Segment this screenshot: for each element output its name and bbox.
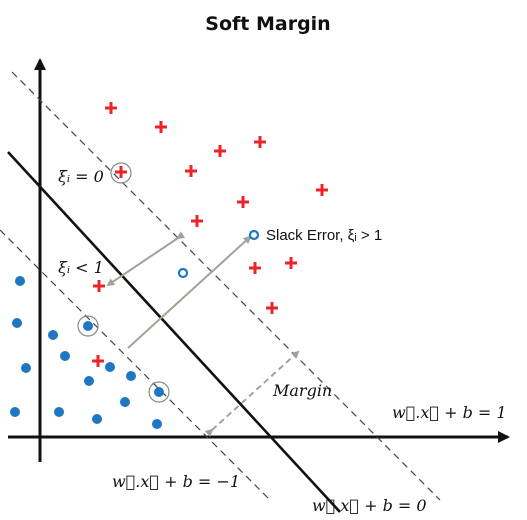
plus-marker xyxy=(285,257,297,269)
upper-hyperplane-label: w⃗.x⃗ + b = 1 xyxy=(392,403,507,422)
dot-marker xyxy=(15,276,25,286)
decision-boundary-label: w⃗.x⃗ + b = 0 xyxy=(312,496,427,515)
slack-arrow-inner xyxy=(106,231,186,287)
dot-marker xyxy=(120,397,130,407)
plus-marker xyxy=(105,102,117,114)
dot-marker xyxy=(92,414,102,424)
dot-marker xyxy=(21,363,31,373)
decision-boundary-line xyxy=(7,151,341,513)
positive-class-markers xyxy=(92,102,328,367)
support-vector-circle xyxy=(77,315,99,337)
lower-hyperplane-label: w⃗.x⃗ + b = −1 xyxy=(112,472,240,491)
plus-marker xyxy=(214,145,226,157)
plus-marker xyxy=(191,215,203,227)
dot-marker xyxy=(83,321,93,331)
misclassified-point xyxy=(177,267,189,279)
slack-error-point xyxy=(248,229,260,241)
dot-marker xyxy=(60,351,70,361)
dot-marker xyxy=(10,407,20,417)
plus-marker xyxy=(92,355,104,367)
plus-marker xyxy=(266,302,278,314)
plus-marker xyxy=(254,136,266,148)
dot-marker xyxy=(152,419,162,429)
dot-marker xyxy=(84,376,94,386)
lower-margin-line xyxy=(0,229,271,501)
plus-marker xyxy=(155,121,167,133)
margin-label: Margin xyxy=(272,381,332,400)
support-vector-circle xyxy=(110,162,132,184)
dot-marker xyxy=(54,407,64,417)
slack-arrow-error xyxy=(127,235,252,349)
plus-marker xyxy=(249,262,261,274)
plus-marker xyxy=(237,196,249,208)
dot-marker xyxy=(105,362,115,372)
plus-marker xyxy=(316,184,328,196)
plus-marker xyxy=(93,280,105,292)
dot-marker xyxy=(154,387,164,397)
plus-marker xyxy=(185,165,197,177)
negative-class-markers xyxy=(10,276,164,429)
dot-marker xyxy=(12,318,22,328)
plus-marker xyxy=(115,166,127,178)
diagram-title: Soft Margin xyxy=(205,13,330,35)
support-vector-circle xyxy=(148,381,170,403)
xi-zero-label: ξᵢ = 0 xyxy=(58,167,104,186)
dot-marker xyxy=(48,330,58,340)
upper-margin-line xyxy=(11,71,441,501)
slack-error-label: Slack Error, ξᵢ > 1 xyxy=(266,227,382,244)
xi-less-one-label: ξᵢ < 1 xyxy=(58,258,104,277)
dot-marker xyxy=(126,371,136,381)
